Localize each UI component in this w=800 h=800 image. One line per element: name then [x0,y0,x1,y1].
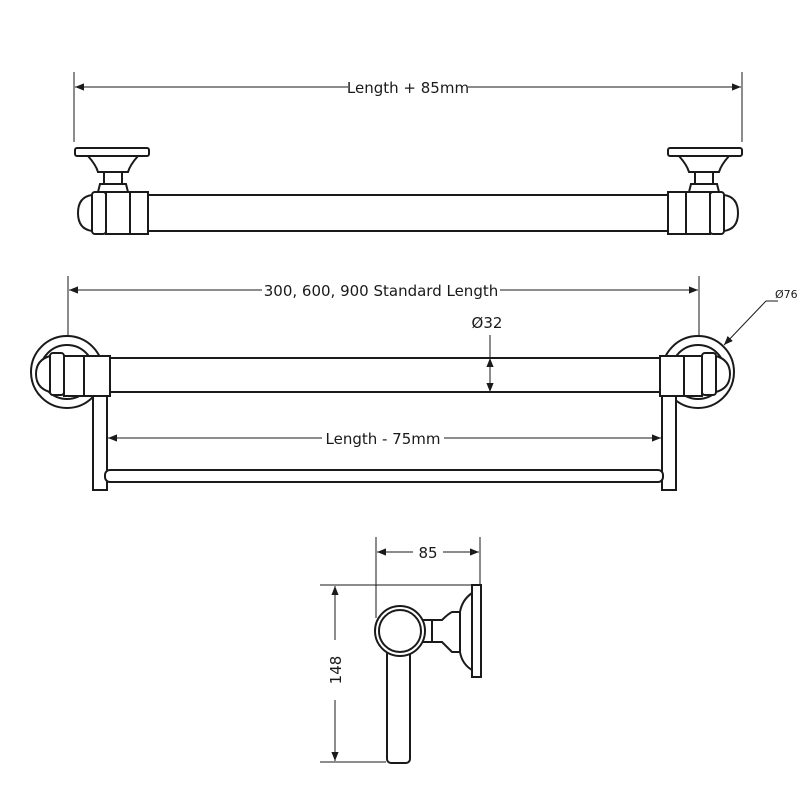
left-bar-end [34,352,111,397]
right-wall-plate [667,147,743,193]
left-wall-plate [74,147,150,193]
inner-length-label: Length - 75mm [326,430,441,448]
side-wall-plate [471,584,482,678]
standard-length-label: 300, 600, 900 Standard Length [264,282,498,300]
backplate-diameter-leader [723,300,767,346]
side-view: 85 148 [320,537,482,764]
projection-label: 85 [418,544,437,562]
top-rail [147,194,669,232]
side-bracket-arm [419,611,461,653]
front-view: 300, 600, 900 Standard Length Ø76 [30,276,798,491]
top-view: Length + 85mm [73,72,743,235]
side-hanger [386,649,411,764]
lower-rail [104,469,664,483]
height-label: 148 [327,656,345,685]
bar-diameter-label: Ø32 [472,314,503,332]
left-end-fitting [76,191,149,235]
overall-length-label: Length + 85mm [347,79,469,97]
right-bar-end [659,352,732,397]
backplate-diameter-label: Ø76 [775,288,798,301]
right-end-fitting [667,191,740,235]
right-hanger [661,391,677,491]
upper-rail [109,357,661,393]
